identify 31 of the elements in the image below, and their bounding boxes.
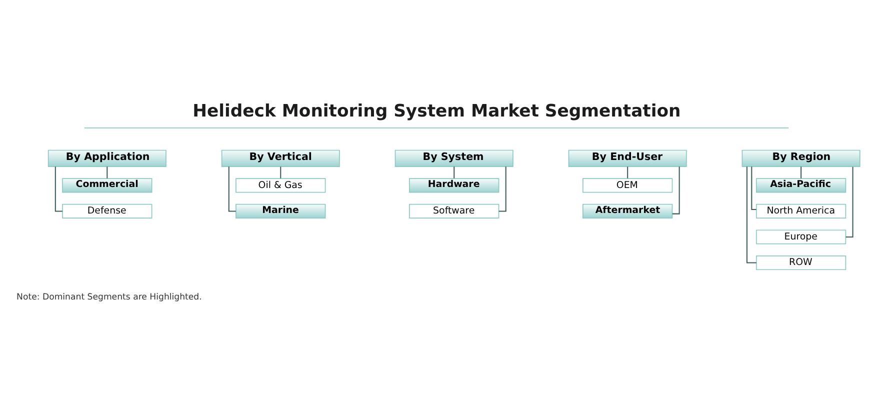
node-box: OEM [582, 178, 673, 193]
node-box: ROW [756, 255, 846, 270]
node-box: Aftermarket [582, 204, 673, 219]
connector [672, 166, 680, 214]
node-box: By End-User [568, 150, 687, 167]
connector [800, 166, 802, 178]
node-box: Marine [236, 204, 326, 219]
connector [746, 166, 756, 264]
node-box: Hardware [409, 178, 500, 193]
node-box: By Application [48, 150, 166, 167]
node-box: By Vertical [221, 150, 340, 167]
label: Note: Dominant Segments are Highlighted. [16, 292, 202, 302]
connector [54, 166, 62, 212]
connector [751, 166, 756, 210]
connector [846, 166, 854, 238]
connector [498, 166, 506, 212]
node-box: Asia-Pacific [756, 178, 846, 193]
node-box: Europe [756, 230, 846, 244]
node-box: North America [756, 204, 846, 219]
node-box: Software [409, 204, 500, 219]
connector [106, 166, 108, 178]
connector [627, 166, 628, 178]
node-box: By Region [742, 150, 860, 167]
node-box: Commercial [62, 178, 152, 193]
node-box: Defense [62, 204, 152, 219]
connector [454, 166, 455, 178]
node-box: By System [394, 150, 514, 167]
diagram-title: Helideck Monitoring System Market Segmentation [192, 101, 681, 122]
node-box: Oil & Gas [236, 178, 326, 193]
connector [280, 166, 282, 178]
connector [228, 166, 236, 212]
